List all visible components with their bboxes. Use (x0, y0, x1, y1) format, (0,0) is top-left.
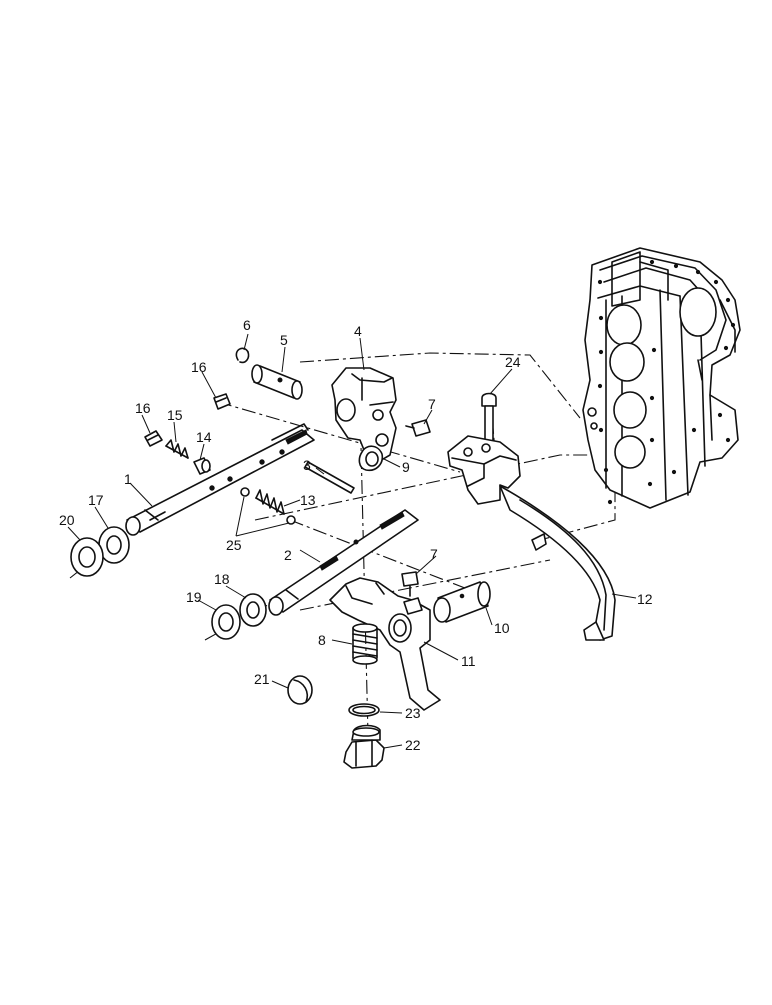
screw-7-upper (405, 419, 431, 437)
callout-18: 18 (214, 571, 230, 587)
callout-11: 11 (461, 653, 476, 669)
callout-7-lower: 7 (430, 546, 438, 562)
callout-3: 3 (303, 457, 311, 473)
selector-rod-2 (268, 509, 419, 616)
bracket-4 (331, 367, 397, 463)
callout-23: 23 (405, 705, 421, 721)
lever-11 (329, 577, 441, 711)
callout-22: 22 (405, 737, 421, 753)
spring-15 (165, 439, 189, 459)
o-ring-23 (348, 703, 380, 717)
callout-7-upper: 7 (428, 396, 436, 412)
callout-21: 21 (254, 671, 270, 687)
callout-19: 19 (186, 589, 202, 605)
callout-4: 4 (354, 323, 362, 339)
balls-25 (240, 487, 296, 525)
callout-25: 25 (226, 537, 242, 553)
fork-12 (447, 435, 616, 641)
gearbox-housing (582, 247, 741, 509)
seal-17 (98, 526, 130, 564)
callout-5: 5 (280, 332, 288, 348)
callout-8: 8 (318, 632, 326, 648)
cap-21 (287, 675, 313, 705)
roller-9 (358, 445, 384, 472)
callout-10: 10 (494, 620, 510, 636)
plug-22 (343, 724, 385, 769)
circlip-6 (235, 347, 250, 364)
bush-10 (433, 581, 491, 623)
callout-2: 2 (284, 547, 292, 563)
selector-rod-1 (125, 423, 315, 536)
seal-18 (239, 593, 267, 627)
plug-16-upper (213, 393, 231, 410)
callout-12: 12 (637, 591, 653, 607)
callout-6: 6 (243, 317, 251, 333)
spring-8 (352, 623, 378, 665)
callout-13: 13 (300, 492, 316, 508)
callout-labels: 1 2 3 4 5 6 7 7 8 9 10 11 12 13 14 15 16… (59, 317, 653, 753)
callout-20: 20 (59, 512, 75, 528)
callout-17: 17 (88, 492, 104, 508)
callout-1: 1 (124, 471, 132, 487)
leader-lines (67, 333, 637, 749)
callout-16-upper: 16 (191, 359, 207, 375)
detent-14 (193, 457, 211, 475)
callout-14: 14 (196, 429, 212, 445)
seal-19 (211, 604, 241, 640)
callout-15: 15 (167, 407, 183, 423)
shaft-5 (251, 364, 303, 400)
seal-20 (70, 537, 104, 577)
screw-7-lower (401, 571, 419, 597)
callout-9: 9 (402, 459, 410, 475)
plug-16-lower (144, 430, 163, 447)
callout-16-lower: 16 (135, 400, 151, 416)
spring-13 (255, 489, 285, 515)
pin-3 (304, 461, 355, 494)
callout-24: 24 (505, 354, 521, 370)
